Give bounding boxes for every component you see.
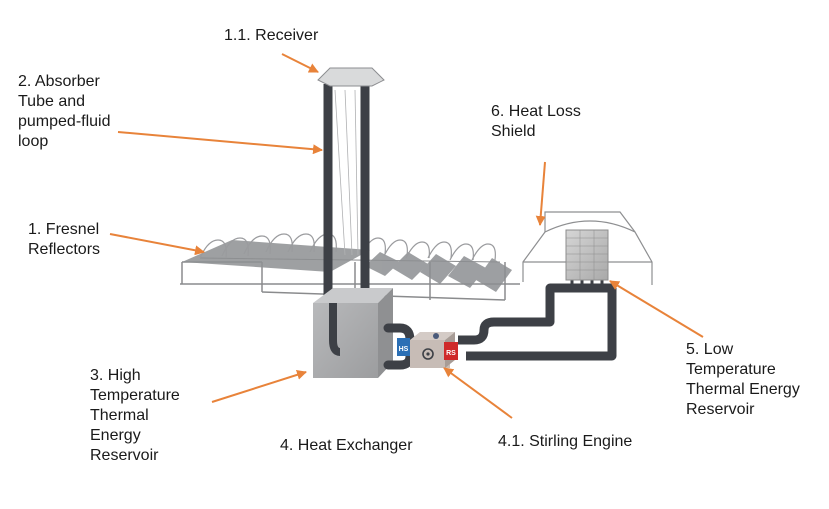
receiver-roof <box>317 67 385 87</box>
absorber-arrow <box>117 131 323 155</box>
fresnel-reflector-field <box>180 233 520 301</box>
heat-exchanger-label: 4. Heat Exchanger <box>280 437 413 454</box>
fresnel-label: 1. Fresnel Reflectors <box>28 221 101 258</box>
high-temperature-reservoir <box>313 288 393 378</box>
engine-gauge <box>422 348 434 360</box>
pipe-loop-cold <box>458 283 617 361</box>
low-temp-reservoir-label: 5. Low Temperature Thermal Energy Reserv… <box>686 341 800 418</box>
callout-arrows <box>109 53 704 419</box>
receiver-arrow <box>281 53 319 73</box>
shield-arrow <box>535 161 546 226</box>
htr-arrow <box>211 369 307 403</box>
hs-mark: HS <box>399 346 409 353</box>
ltr-arrow <box>609 280 704 338</box>
fresnel-arrow <box>109 233 205 256</box>
receiver-label: 1.1. Receiver <box>224 27 319 44</box>
absorber-tower <box>317 67 385 300</box>
high-temp-reservoir-label: 3. High Temperature Thermal Energy Reser… <box>90 367 180 464</box>
stirling-engine: HS RS <box>397 332 458 368</box>
stirling-engine-label: 4.1. Stirling Engine <box>498 433 633 450</box>
low-temperature-reservoir <box>565 229 609 281</box>
heat-loss-shield-label: 6. Heat Loss Shield <box>491 103 581 140</box>
stirling-arrow <box>443 367 513 419</box>
rs-mark: RS <box>446 350 456 357</box>
absorber-label: 2. Absorber Tube and pumped-fluid loop <box>18 73 111 150</box>
heat-sink-plate <box>397 338 410 356</box>
heat-source-plate <box>444 342 458 360</box>
